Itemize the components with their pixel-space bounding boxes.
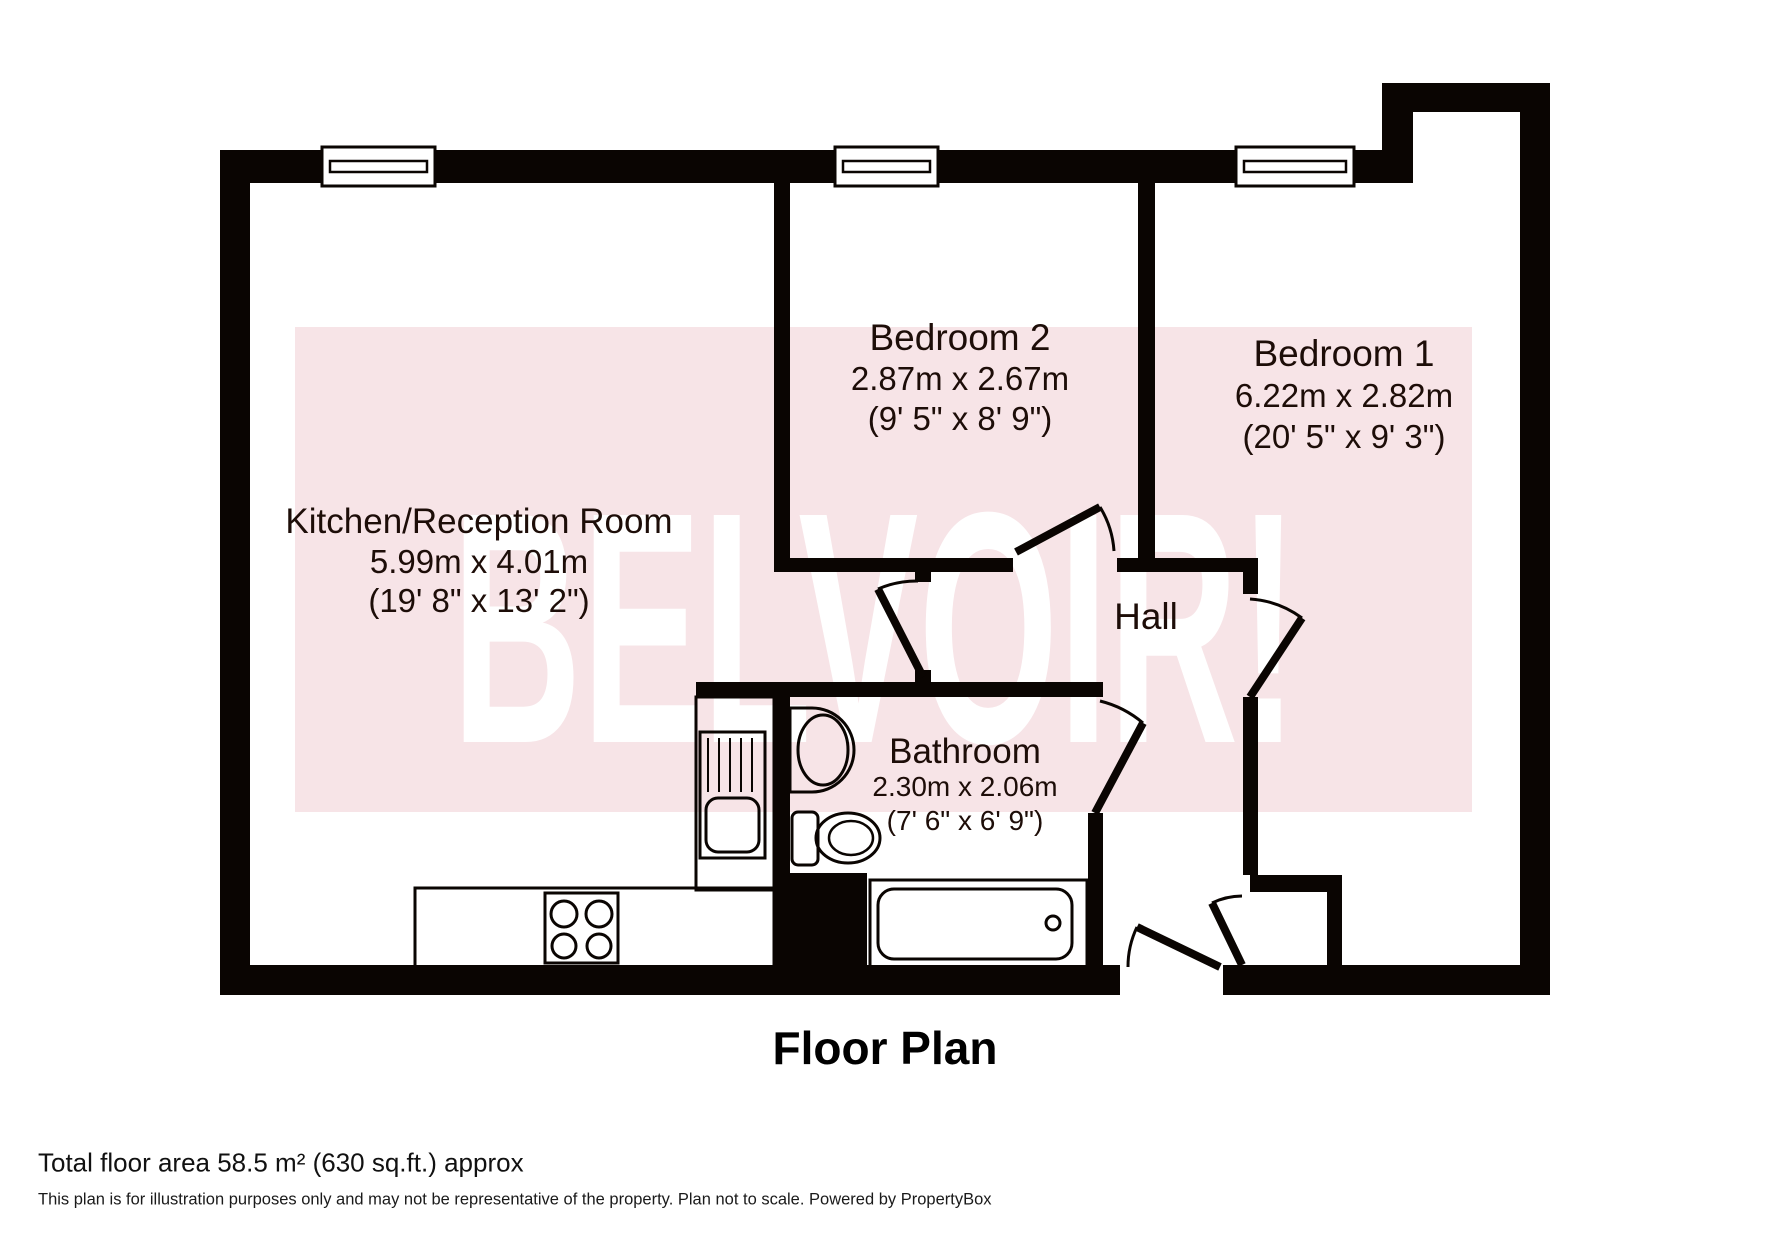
room-name: Kitchen/Reception Room	[285, 502, 673, 541]
bathroom-door-arc	[1099, 699, 1144, 725]
window-bedroom2-glazing	[841, 159, 932, 174]
hob-ring	[549, 899, 579, 929]
toilet-bowl-inner	[827, 819, 875, 857]
sink-drainer-lines	[707, 738, 753, 792]
closet-door-leaf	[1208, 901, 1246, 967]
kitchen-sink-unit	[698, 730, 767, 860]
kitchen-sink-bowl	[704, 796, 761, 854]
label-bedroom-2: Bedroom 2 2.87m x 2.67m (9' 5" x 8' 9")	[851, 317, 1069, 439]
closet-door-arc	[1211, 894, 1243, 905]
kitchen-door-stub-top	[915, 571, 931, 582]
hob-ring	[550, 932, 578, 960]
label-bedroom-1: Bedroom 1 6.22m x 2.82m (20' 5" x 9' 3")	[1235, 333, 1453, 457]
window-kitchen-glazing	[328, 159, 429, 174]
room-name: Bedroom 2	[869, 317, 1051, 358]
wall-bathroom-right	[1088, 813, 1103, 967]
window-bedroom1-glazing	[1242, 159, 1348, 174]
room-dim-imperial: (9' 5" x 8' 9")	[867, 400, 1053, 437]
entry-door-arc	[1126, 926, 1139, 968]
room-name: Bathroom	[889, 732, 1041, 771]
watermark-text: BELVOIR!	[452, 444, 1299, 813]
label-hall: Hall	[1114, 596, 1178, 638]
outer-wall-bottom-right	[1223, 965, 1550, 995]
basin-bowl	[796, 713, 850, 787]
kitchen-door-leaf	[874, 587, 927, 679]
label-bathroom: Bathroom 2.30m x 2.06m (7' 6" x 6' 9")	[872, 734, 1057, 838]
wall-kitchen-bedroom2	[774, 183, 790, 572]
wall-bathroom-top	[696, 682, 1103, 697]
wall-hall-top	[1117, 558, 1243, 572]
room-name: Bedroom 1	[1253, 333, 1435, 374]
outer-wall-right	[1520, 83, 1550, 995]
room-dim-metric: 2.87m x 2.67m	[850, 360, 1070, 397]
bedroom2-door-arc	[1098, 506, 1116, 552]
room-name: Hall	[1114, 596, 1178, 637]
toilet-bowl	[814, 811, 882, 865]
wall-bathroom-left-block	[774, 873, 867, 995]
wall-closet-right	[1327, 891, 1342, 967]
total-floor-area-text: Total floor area 58.5 m² (630 sq.ft.) ap…	[38, 1147, 524, 1178]
hob-ring	[585, 932, 613, 960]
room-dim-metric: 6.22m x 2.82m	[1234, 377, 1454, 414]
wall-bedroom2-bottom	[774, 558, 1013, 572]
bedroom1-door-arc	[1249, 597, 1303, 620]
wall-hall-stub	[1243, 558, 1258, 594]
room-dim-metric: 5.99m x 4.01m	[369, 543, 589, 580]
outer-wall-left	[220, 150, 250, 995]
wall-bedroom1-left	[1138, 183, 1155, 558]
bathtub-drain	[1044, 914, 1062, 932]
hob-ring	[584, 899, 614, 929]
bathtub-inner	[876, 887, 1074, 961]
wall-hall-right	[1243, 697, 1258, 875]
bedroom2-door-leaf	[1014, 503, 1102, 556]
room-dim-imperial: (7' 6" x 6' 9")	[886, 805, 1044, 836]
page-title: Floor Plan	[772, 1022, 998, 1074]
wall-closet-top	[1250, 875, 1342, 892]
bathroom-door-leaf	[1091, 721, 1147, 815]
room-dim-metric: 2.30m x 2.06m	[872, 771, 1058, 802]
hob	[543, 891, 620, 965]
entry-door-leaf	[1135, 923, 1222, 971]
label-kitchen-reception: Kitchen/Reception Room 5.99m x 4.01m (19…	[285, 502, 672, 620]
basin	[788, 706, 856, 794]
kitchen-door-arc	[877, 579, 919, 591]
room-dim-imperial: (20' 5" x 9' 3")	[1242, 418, 1446, 455]
bedroom1-door-leaf	[1246, 615, 1306, 700]
wall-bathroom-left	[774, 682, 790, 882]
bathtub	[868, 878, 1089, 969]
disclaimer-text: This plan is for illustration purposes o…	[38, 1190, 992, 1209]
room-dim-imperial: (19' 8" x 13' 2")	[368, 582, 590, 619]
outer-wall-bottom-left	[220, 965, 1120, 995]
toilet-cistern	[790, 810, 820, 867]
